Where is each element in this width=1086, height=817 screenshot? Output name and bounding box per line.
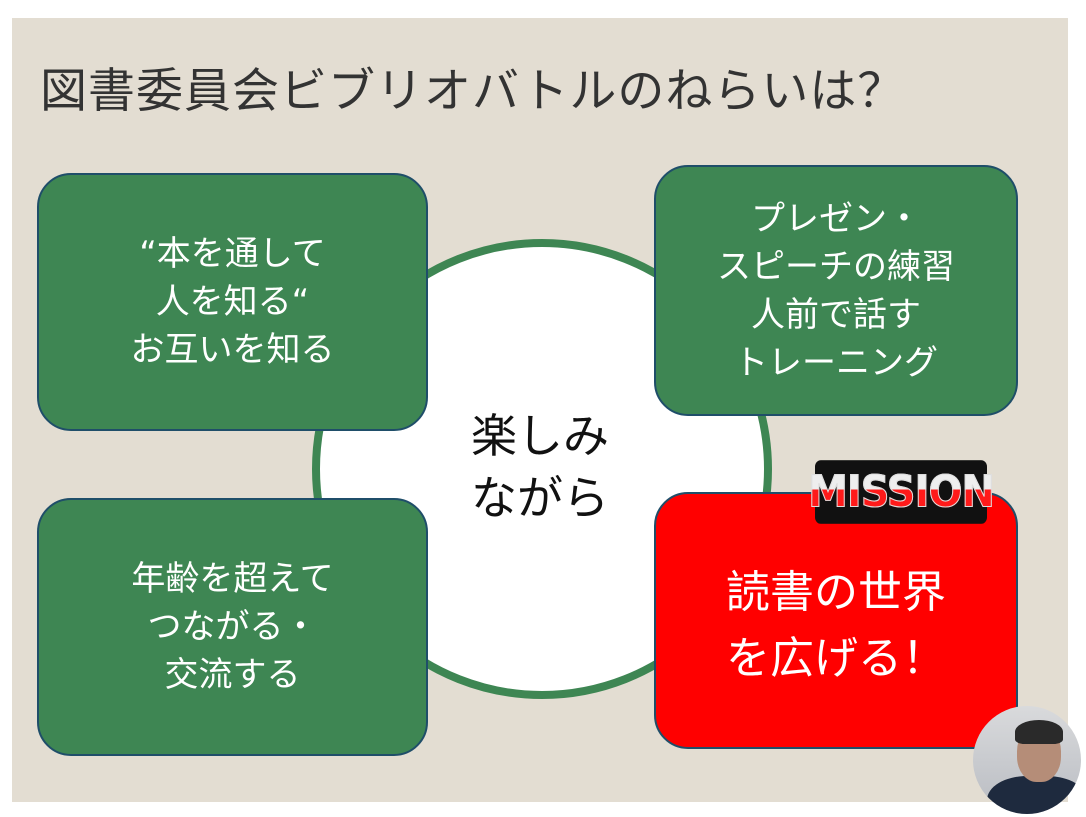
box-mission-expand-reading: 読書の世界 を広げる！ <box>654 492 1018 749</box>
box-connect-across-ages: 年齢を超えて つながる・ 交流する <box>37 498 428 756</box>
mission-badge-text: MISSION <box>808 466 996 518</box>
slide-title: 図書委員会ビブリオバトルのねらいは？ <box>40 64 906 119</box>
mission-badge-logo: MISSION <box>808 460 995 524</box>
box-know-people: “本を通して 人を知る“ お互いを知る <box>37 173 428 431</box>
center-line-2: ながら <box>471 471 609 525</box>
avatar-hair <box>1015 720 1063 744</box>
center-line-1: 楽しみ <box>471 409 609 463</box>
webcam-avatar <box>973 706 1081 814</box>
center-text: 楽しみ ながら <box>440 405 640 529</box>
avatar-body <box>987 776 1081 814</box>
box-presentation-practice: プレゼン・ スピーチの練習 人前で話す トレーニング <box>654 165 1018 416</box>
